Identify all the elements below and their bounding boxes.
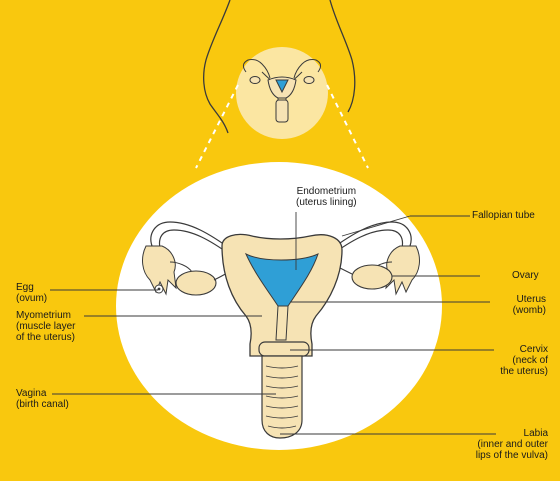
label-endometrium: Endometrium (uterus lining) bbox=[296, 186, 357, 208]
label-ovary-name: Ovary bbox=[512, 270, 539, 281]
label-fallopian-tube: Fallopian tube bbox=[472, 210, 535, 221]
label-cervix: Cervix (neck of the uterus) bbox=[500, 344, 548, 377]
ovaries bbox=[175, 261, 393, 296]
label-vagina-name: Vagina bbox=[16, 388, 47, 399]
label-myometrium-name: Myometrium bbox=[16, 310, 72, 321]
label-cervix-name: Cervix bbox=[519, 344, 548, 355]
label-endometrium-note: (uterus lining) bbox=[296, 197, 357, 208]
label-cervix-note2: the uterus) bbox=[500, 366, 548, 377]
leader-lines bbox=[50, 212, 496, 435]
label-egg: Egg (ovum) bbox=[16, 282, 47, 304]
label-egg-name: Egg bbox=[16, 282, 34, 293]
body-silhouette bbox=[203, 0, 356, 134]
label-labia-name: Labia bbox=[523, 428, 548, 439]
label-uterus: Uterus (womb) bbox=[513, 294, 546, 316]
uterus-body bbox=[221, 233, 343, 357]
label-labia-note2: lips of the vulva) bbox=[475, 450, 548, 461]
label-cervix-note: (neck of bbox=[512, 355, 548, 366]
label-egg-note: (ovum) bbox=[16, 293, 48, 304]
label-uterus-name: Uterus bbox=[516, 294, 546, 305]
label-ovary: Ovary bbox=[512, 270, 539, 281]
fimbriae-left bbox=[142, 245, 193, 296]
label-labia: Labia (inner and outer lips of the vulva… bbox=[476, 428, 548, 461]
label-uterus-note: (womb) bbox=[512, 305, 546, 316]
vagina-tube bbox=[261, 355, 303, 439]
label-vagina-note: (birth canal) bbox=[16, 399, 69, 410]
label-endometrium-name: Endometrium bbox=[296, 186, 357, 197]
label-labia-note: (inner and outer bbox=[477, 439, 548, 450]
egg-cell bbox=[154, 284, 164, 294]
mini-uterus bbox=[242, 59, 322, 123]
label-myometrium-note: (muscle layer bbox=[16, 321, 76, 332]
cervix-band bbox=[258, 341, 310, 357]
label-vagina: Vagina (birth canal) bbox=[16, 388, 69, 410]
label-myometrium-note2: of the uterus) bbox=[16, 332, 75, 343]
label-fallopian-tube-name: Fallopian tube bbox=[472, 210, 535, 221]
fallopian-tubes bbox=[150, 221, 412, 257]
label-myometrium: Myometrium (muscle layer of the uterus) bbox=[16, 310, 75, 343]
